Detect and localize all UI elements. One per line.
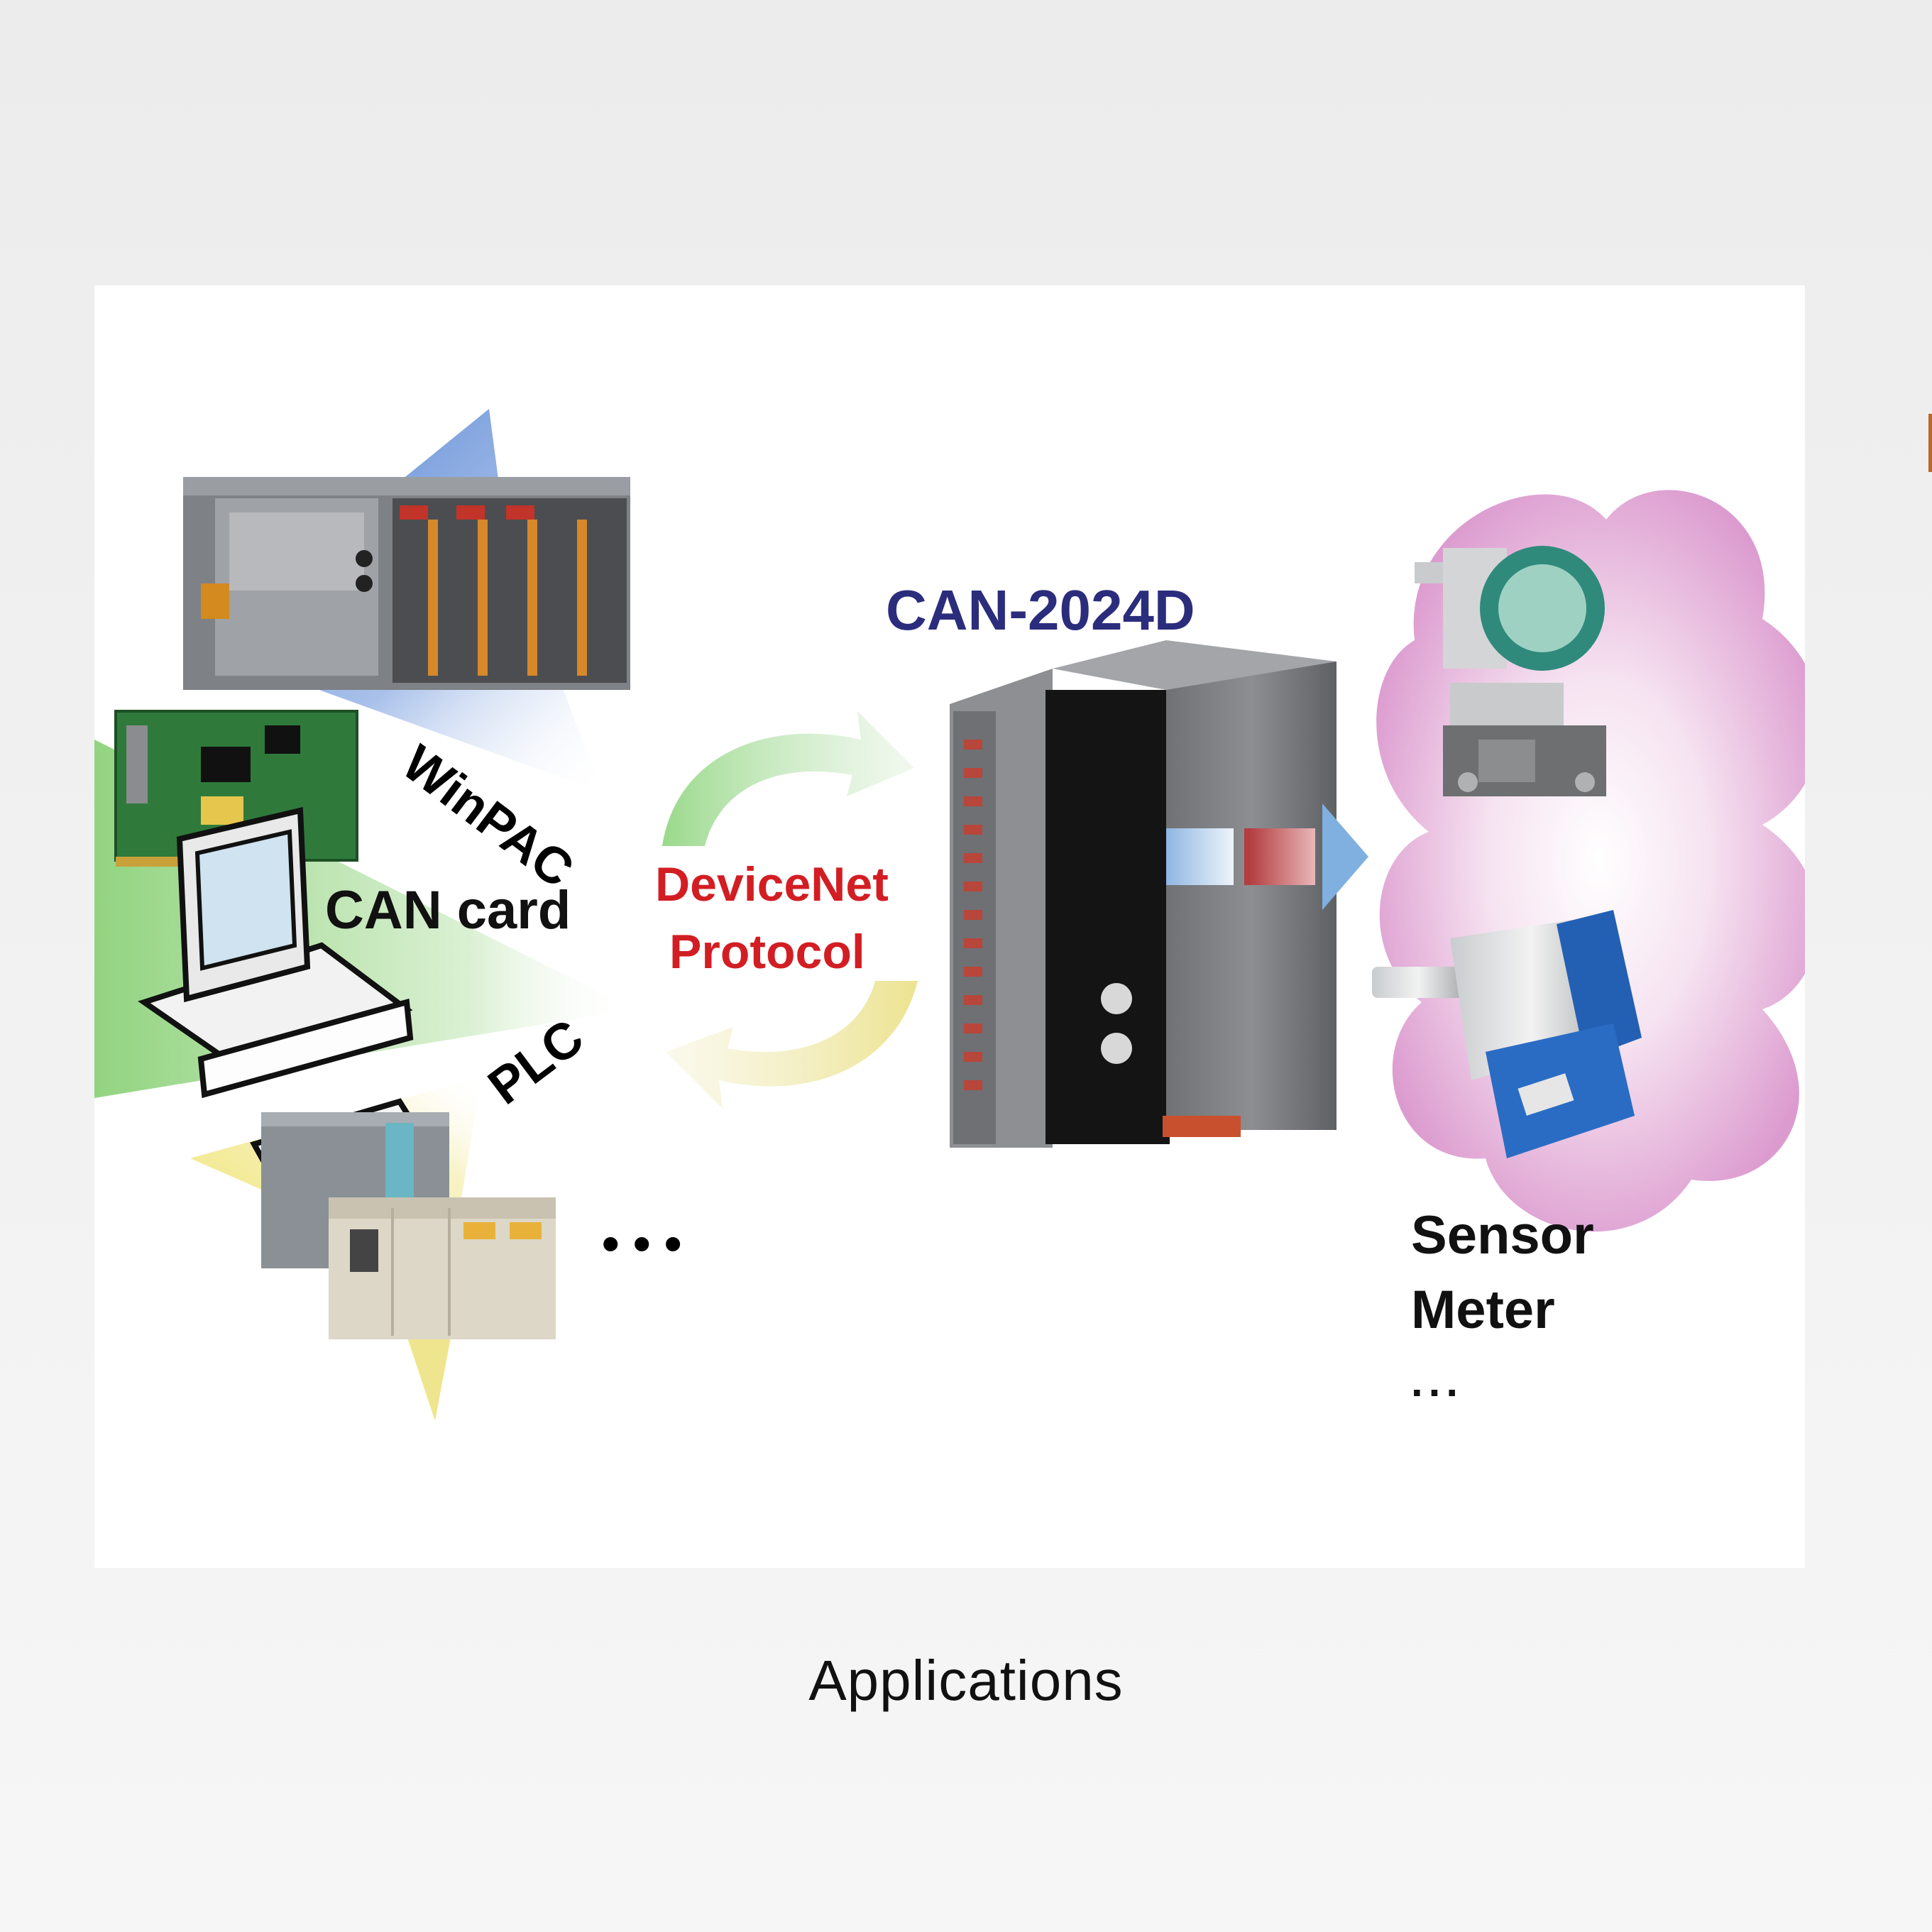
protocol-label-line1: DeviceNet — [655, 857, 889, 911]
can-card-label: CAN card — [325, 880, 571, 940]
connection-bar — [1166, 803, 1368, 910]
can-2024d-module-image — [950, 640, 1337, 1148]
pressure-transmitter-image — [1415, 546, 1606, 796]
left-continuation-dots: • • • — [602, 1216, 682, 1271]
winpac-controller-image — [183, 477, 630, 690]
protocol-label-line2: Protocol — [669, 925, 865, 979]
edge-accent-mark — [1928, 414, 1932, 472]
sensor-label: Sensor — [1411, 1205, 1594, 1266]
diagram-graphics — [94, 409, 1805, 1421]
meter-label: Meter — [1411, 1280, 1555, 1340]
image-caption: Applications — [808, 1649, 1124, 1712]
right-continuation-dots: ... — [1411, 1358, 1464, 1405]
encoder-image — [1372, 910, 1642, 1158]
application-diagram: WinPAC CAN card PLC • • • DeviceNet Prot… — [94, 285, 1805, 1568]
device-title: CAN-2024D — [886, 578, 1195, 642]
plc-image — [261, 1112, 556, 1339]
protocol-cycle-arrows — [662, 711, 918, 1109]
